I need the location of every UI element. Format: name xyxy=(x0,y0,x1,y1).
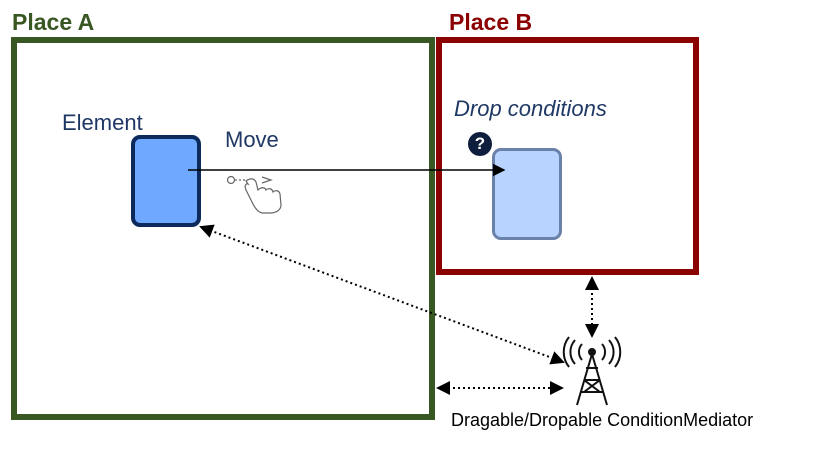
move-label: Move xyxy=(225,127,279,152)
drop-conditions-label: Drop conditions xyxy=(454,96,607,121)
question-circle-icon[interactable]: ? xyxy=(468,132,492,156)
broadcast-tower-icon xyxy=(562,336,622,406)
mediator-label: Dragable/Dropable ConditionMediator xyxy=(451,410,754,430)
draggable-element[interactable] xyxy=(131,135,201,227)
swipe-hand-icon xyxy=(226,175,282,214)
place-b-container xyxy=(436,37,699,275)
mediator-to-element-connector xyxy=(199,224,565,365)
element-label: Element xyxy=(62,110,143,135)
place-b-label: Place B xyxy=(449,9,533,35)
place-a-label: Place A xyxy=(12,9,95,35)
